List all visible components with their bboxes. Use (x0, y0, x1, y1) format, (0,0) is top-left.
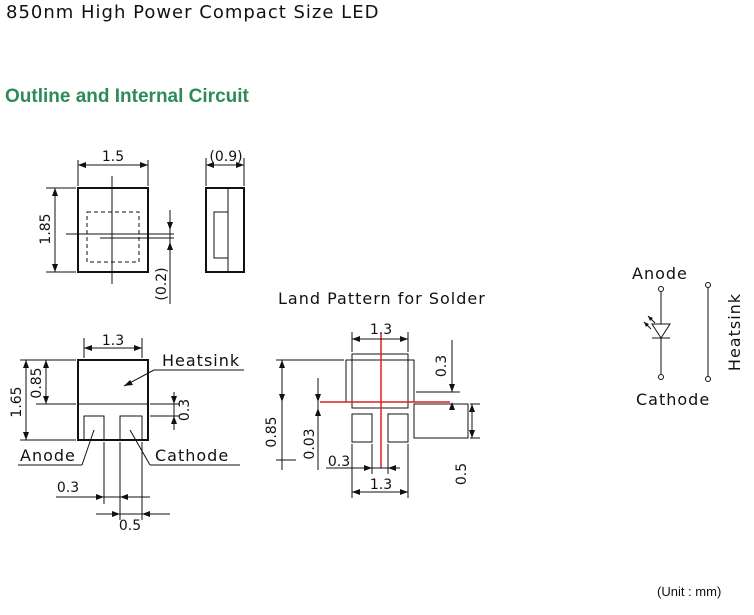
top-offset-dim: (0.2) (154, 267, 170, 300)
top-view-chip-outline (86, 211, 140, 263)
side-view-body (205, 187, 245, 273)
circuit-anode-label: Anode (632, 264, 688, 283)
bottom-heatsink-height-dim: 0.85 (29, 367, 45, 398)
land-bottom-width-dim: 1.3 (370, 477, 392, 493)
circuit-heatsink-label: Heatsink (725, 293, 744, 371)
land-left-height-dim: 0.85 (264, 416, 280, 447)
bottom-gap-dim: 0.3 (177, 399, 193, 421)
land-pattern-title: Land Pattern for Solder (278, 289, 486, 308)
land-heatsink-inner (351, 353, 409, 409)
bottom-view-cathode-pad (119, 415, 143, 441)
land-left-small-dim: 0.03 (302, 428, 318, 459)
land-pattern: Land Pattern for Solder 1.3 0.3 0.85 (264, 289, 486, 498)
bottom-lead-width-dim: 0.5 (119, 518, 141, 534)
circuit-cathode-terminal (658, 374, 664, 380)
bottom-pad-width-dim: 1.3 (102, 333, 124, 349)
bottom-view-anode-pad (83, 415, 105, 441)
bottom-heatsink-label: Heatsink (162, 351, 240, 370)
land-cathode-pad (387, 413, 409, 443)
side-view: (0.9) (205, 149, 245, 273)
top-height-dim: 1.85 (38, 213, 54, 244)
land-right-top-dim: 0.3 (434, 355, 450, 377)
land-top-width-dim: 1.3 (370, 322, 392, 338)
land-side-pad (413, 403, 469, 439)
top-view-body (77, 187, 149, 273)
bottom-anode-label: Anode (20, 446, 76, 465)
side-view-lens (213, 211, 229, 259)
land-bottom-gap-dim: 0.3 (328, 454, 350, 470)
circuit-heatsink-terminal-bottom (705, 376, 711, 382)
bottom-view-body (77, 359, 149, 441)
internal-circuit: Anode Cathode Heatsink (632, 264, 744, 409)
led-diode-symbol (651, 323, 671, 339)
circuit-anode-terminal (658, 286, 664, 292)
land-anode-pad (351, 413, 373, 443)
bottom-cathode-label: Cathode (155, 446, 229, 465)
document-title: 850nm High Power Compact Size LED (6, 2, 380, 23)
bottom-total-height-dim: 1.65 (9, 386, 25, 417)
unit-note: (Unit : mm) (657, 584, 722, 599)
top-view: 1.5 1.85 (0.2) (38, 149, 174, 304)
circuit-heatsink-terminal-top (705, 282, 711, 288)
bottom-view: 1.3 1.65 0.85 0.3 Heatsink Anode Cathode (9, 333, 244, 534)
section-heading: Outline and Internal Circuit (5, 86, 249, 107)
circuit-cathode-label: Cathode (636, 390, 710, 409)
top-width-dim: 1.5 (102, 149, 124, 165)
bottom-lead-gap-dim: 0.3 (57, 480, 79, 496)
land-right-bottom-dim: 0.5 (454, 463, 470, 485)
side-thickness-dim: (0.9) (209, 149, 242, 165)
land-heatsink-pad (345, 359, 415, 403)
